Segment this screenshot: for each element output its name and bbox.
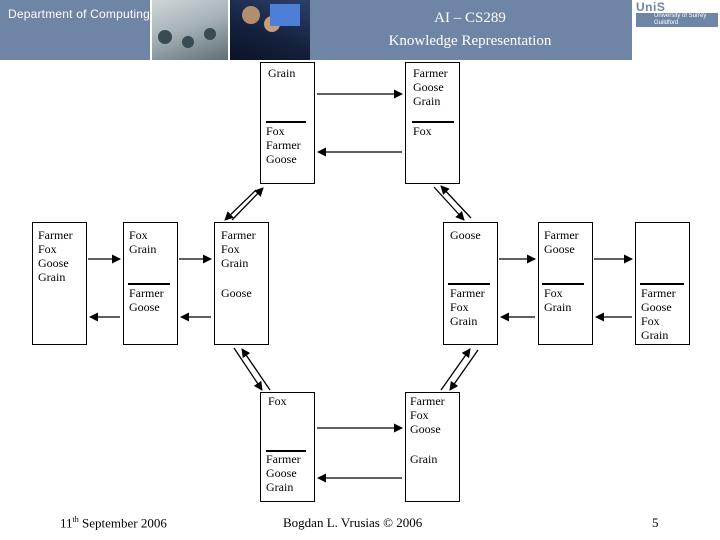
- lab-photo: [150, 0, 230, 60]
- mid-left-bottom-label: Goose: [221, 286, 252, 300]
- slide-title: AI – CS289 Knowledge Representation: [310, 0, 630, 60]
- right-bottom-label: Fox Grain: [544, 286, 572, 314]
- end-label: Farmer Goose Fox Grain: [641, 286, 676, 342]
- divider: [412, 121, 454, 123]
- university-logo: UniS University of Surrey Guildford: [632, 0, 720, 60]
- top-left-label: Grain: [268, 66, 296, 80]
- arrow-down: [449, 349, 479, 391]
- photo-figure-icon: [182, 36, 194, 48]
- top-right-bottom-label: Fox: [413, 124, 432, 138]
- state-box-mid-left: [214, 222, 269, 345]
- top-left-bottom-label: Fox Farmer Goose: [266, 124, 301, 166]
- arrow-up: [440, 348, 471, 391]
- divider: [128, 283, 170, 285]
- divider: [266, 450, 306, 452]
- page-number: 5: [652, 515, 659, 530]
- divider: [448, 283, 490, 285]
- bottom-left-top-label: Fox: [268, 394, 287, 408]
- state-box-top-right: [405, 62, 460, 184]
- state-box-bottom-right: [405, 392, 460, 502]
- department-label: Department of Computing: [8, 7, 151, 21]
- left-top-label: Fox Grain: [129, 228, 157, 256]
- arrow-down: [233, 347, 263, 391]
- photo-person-icon: [242, 6, 260, 24]
- bottom-right-bottom-label: Grain: [410, 452, 438, 466]
- left-bottom-label: Farmer Goose: [129, 286, 164, 314]
- logo-text: University of Surrey Guildford: [636, 13, 718, 27]
- course-title: AI – CS289: [434, 10, 506, 26]
- state-box-top: [260, 62, 315, 184]
- topic-title: Knowledge Representation: [388, 33, 552, 49]
- mid-right-bottom-label: Farmer Fox Grain: [450, 286, 485, 328]
- arrow-down: [224, 189, 257, 221]
- bottom-left-bottom-label: Farmer Goose Grain: [266, 452, 301, 494]
- logo-mark: UniS: [636, 0, 666, 14]
- state-box-bottom: [260, 392, 315, 502]
- arrow-up: [241, 348, 271, 391]
- photo-monitor-icon: [270, 4, 300, 26]
- photo-figure-icon: [158, 30, 172, 44]
- photo-figure-icon: [204, 28, 216, 40]
- arrow-down: [433, 186, 465, 221]
- arrow-up: [231, 187, 264, 221]
- right-top-label: Farmer Goose: [544, 228, 579, 256]
- start-label: Farmer Fox Goose Grain: [38, 228, 73, 284]
- footer-author: Bogdan L. Vrusias © 2006: [283, 515, 423, 530]
- footer-date: 11th September 2006: [60, 515, 167, 531]
- mid-right-top-label: Goose: [450, 228, 481, 242]
- state-box-start: [32, 222, 87, 345]
- divider: [542, 283, 584, 285]
- divider: [266, 121, 306, 123]
- arrow-up: [440, 185, 472, 219]
- divider: [640, 283, 684, 285]
- mid-left-top-label: Farmer Fox Grain: [221, 228, 256, 270]
- bottom-right-top-label: Farmer Fox Goose: [410, 394, 445, 436]
- top-right-label: Farmer Goose Grain: [413, 66, 448, 108]
